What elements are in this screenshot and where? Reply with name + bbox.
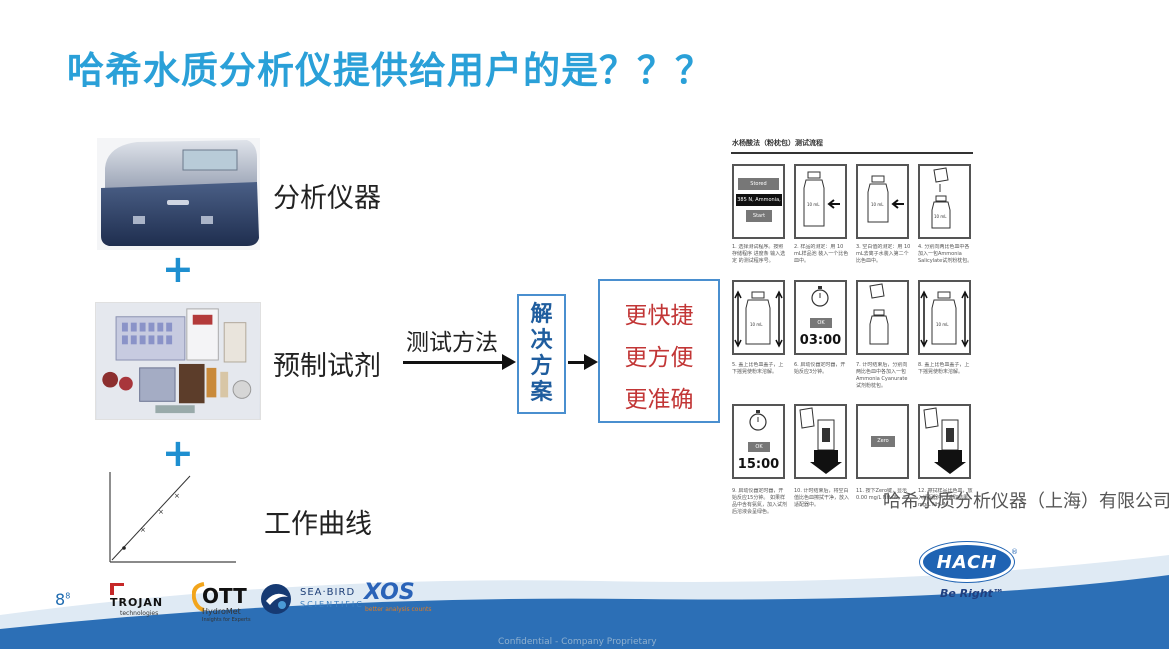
curve-point: × (158, 508, 164, 516)
page-number: 88 (55, 590, 71, 609)
step-6-panel: OK 03:00 (794, 280, 847, 355)
step-10-panel (794, 404, 847, 479)
insert-cell-icon (799, 407, 842, 474)
stopwatch-icon (811, 286, 829, 307)
step-3-panel: 10 mL (856, 164, 909, 239)
instrument-label: 分析仪器 (273, 183, 381, 214)
step-11-panel: Zero (856, 404, 909, 479)
reagent-kit-image (95, 302, 261, 420)
curve-label: 工作曲线 (264, 509, 372, 540)
footer-wave (0, 555, 1169, 649)
procedure-sheet: 水杨酸法（粉枕包）测试流程 Stored Programs 385 N, Amm… (728, 130, 974, 558)
zero-button: Zero (871, 436, 895, 447)
ott-logo-icon (192, 582, 205, 612)
step-text: 2. 样品的测定：用 10 mL样品池 装入一个比色皿中。 (794, 244, 849, 264)
confidential-note: Confidential - Company Proprietary (498, 637, 657, 647)
hach-logo: HACH (920, 542, 1014, 582)
step-text: 7. 计时结束后，分别向两比色皿中各加入一包Ammonia Cyanurate试… (856, 362, 908, 389)
step-text: 12. 擦拭样品比色皿，放入适配器中，读取结果 mg/L NH₃-N。 (918, 488, 973, 508)
hach-tagline: Be Right™ (940, 587, 1004, 600)
benefits-box: 更快捷 更方便 更准确 (598, 279, 720, 423)
slide-title: 哈希水质分析仪提供给用户的是？？？ (67, 49, 713, 92)
hach-registered-mark: ® (1011, 548, 1018, 556)
stored-programs-button: Stored Programs (738, 178, 779, 199)
benefit-convenient: 更方便 (624, 345, 694, 371)
spectrophotometer-image (97, 138, 260, 250)
step-1-panel: Stored Programs 385 N, Ammonia, Salic St… (732, 164, 785, 239)
bottle-label: 10 mL (750, 322, 763, 327)
solution-char: 解 (530, 302, 553, 327)
calibration-curve-image: × × × (109, 472, 236, 563)
step-7-panel (856, 280, 909, 355)
curve-point (122, 546, 126, 550)
solution-char: 案 (530, 380, 553, 405)
step-8-panel: 10 mL (918, 280, 971, 355)
ok-button-2: OK (748, 442, 770, 452)
step-9-panel: OK 15:00 (732, 404, 785, 479)
step-text: 8. 盖上比色皿盖子，上下摇晃使粉末溶解。 (918, 362, 970, 375)
blank-bottle-icon: 10 mL (867, 175, 904, 223)
timer-15min: 15:00 (737, 457, 780, 472)
powder-pillow-icon: 10 mL (931, 167, 951, 229)
timer-3min: 03:00 (799, 333, 842, 348)
company-name: 哈希水质分析仪器（上海）有限公司 (883, 491, 1169, 512)
step-text: 11. 按下Zero键，显示0.00 mg/L NH₃-N。 (856, 488, 908, 501)
plus-symbol-2: + (162, 431, 194, 475)
benefit-faster: 更快捷 (624, 303, 694, 329)
step-5-panel: 10 mL (732, 280, 785, 355)
bottle-label: 10 mL (936, 322, 949, 327)
benefit-accurate: 更准确 (624, 387, 694, 413)
step-text: 5. 盖上比色皿盖子，上下摇晃使粉末溶解。 (732, 362, 784, 375)
read-cell-icon (923, 407, 966, 474)
step-text: 1. 选择测试程序。按照存储程序 进度条 输入选定 的测试程序号。 (732, 244, 786, 264)
step-2-panel: 10 mL (794, 164, 847, 239)
trojan-logo-icon (110, 583, 124, 595)
solution-arrow-head (584, 354, 598, 370)
shake-bottle-icon-2: 10 mL (920, 290, 969, 348)
step-text: 3. 空白值的测定：用 10 mL去离子水装入第二个比色皿中。 (856, 244, 911, 264)
curve-point: × (140, 526, 146, 534)
solution-arrow-line (568, 361, 585, 364)
stopwatch-icon-2 (749, 410, 767, 431)
step-text: 10. 计时结束后，将空白值比色皿擦拭干净，放入适配器中。 (794, 488, 850, 508)
powder-pillow-icon-2 (869, 283, 889, 345)
bottle-label: 10 mL (871, 202, 884, 207)
procedure-rule (731, 152, 973, 154)
curve-point: × (174, 492, 180, 500)
seabird-logo-icon (261, 584, 291, 614)
program-name-button: 385 N, Ammonia, Salic (736, 194, 782, 215)
bottle-label: 10 mL (934, 214, 947, 219)
method-arrow-head (502, 354, 516, 370)
solution-box: 解 决 方 案 (517, 294, 566, 414)
step-text: 6. 启动仪器定时器，开始反应3分钟。 (794, 362, 846, 375)
procedure-title: 水杨酸法（粉枕包）测试流程 (732, 139, 823, 147)
step-text: 4. 分别向两比色皿中各加入一包Ammonia Salicylate试剂粉枕包。 (918, 244, 973, 264)
start-button: Start (746, 210, 772, 222)
shake-bottle-icon: 10 mL (734, 290, 783, 348)
bottle-label: 10 mL (807, 202, 820, 207)
solution-char: 方 (530, 354, 553, 379)
step-4-panel: 10 mL (918, 164, 971, 239)
ok-button: OK (810, 318, 832, 328)
reagent-label: 预制试剂 (273, 351, 381, 382)
plus-symbol: + (162, 247, 194, 291)
method-arrow-line (403, 361, 503, 364)
sample-bottle-icon: 10 mL (803, 171, 840, 227)
step-12-panel (918, 404, 971, 479)
solution-char: 决 (530, 328, 553, 353)
step-text: 9. 启动仪器定时器，开始反应15分钟。 如果样品中含有氨氮，加入试剂后溶液会呈… (732, 488, 788, 515)
method-label: 测试方法 (406, 330, 498, 356)
